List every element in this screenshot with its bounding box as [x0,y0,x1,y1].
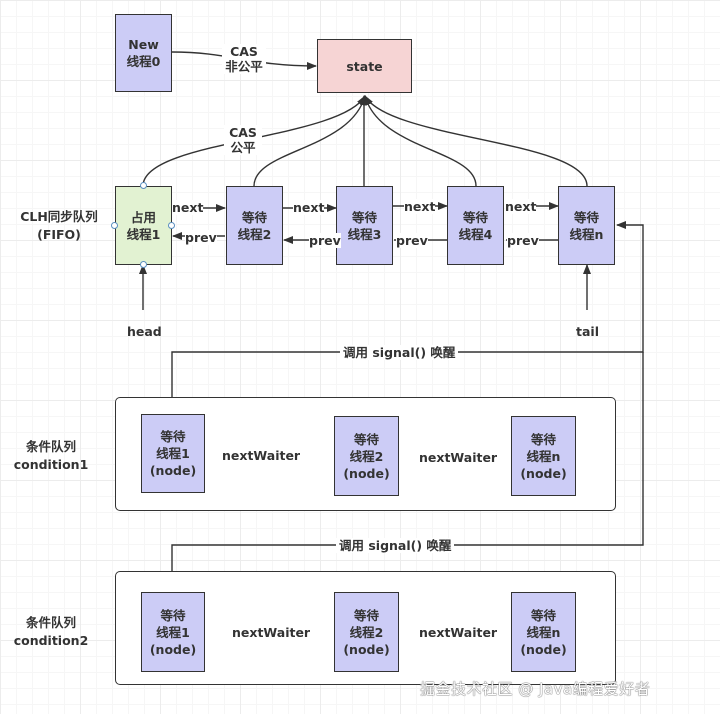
new-thread-line2: 线程0 [126,54,161,69]
arrow-node4-to-state [363,95,477,187]
selection-handle-top [140,182,147,189]
clh-node-1-line2: 线程1 [126,226,161,242]
c2-node-2-line1: 等待 [353,607,379,623]
c2-node-1-line1: 等待 [160,607,186,623]
state-label: state [346,58,383,74]
c2-node-n-line3: (node) [520,641,567,657]
c2-node-n-line2: 线程n [526,624,561,640]
c1-node-2-line2: 线程2 [349,448,384,464]
c2-node-1-line3: (node) [149,641,197,657]
cas-fair-line2: 公平 [230,140,256,155]
cas-unfair-label: CAS 非公平 [222,44,266,74]
clh-title-line1: CLH同步队列 [20,209,98,224]
c2-node-n-line1: 等待 [530,607,556,623]
c1-node-2-line1: 等待 [353,431,379,447]
c1-node-2-line3: (node) [343,465,390,481]
signal-label-2: 调用 signal() 唤醒 [336,538,455,553]
c2-node-2-line2: 线程2 [349,624,384,640]
tail-label: tail [576,324,599,339]
condition2-title: 条件队列 condition2 [12,614,90,650]
condition1-node-1: 等待 线程1 (node) [141,414,205,493]
clh-title-line2: (FIFO) [37,227,81,242]
c1-nextwaiter-label-1: nextWaiter [220,448,303,463]
next-label-2: next [293,200,325,215]
c1-node-1-line1: 等待 [160,429,186,444]
signal-label-1: 调用 signal() 唤醒 [340,345,459,360]
clh-node-4-line1: 等待 [462,209,488,225]
selection-handle-right [168,222,175,229]
condition2-node-1: 等待 线程1 (node) [141,592,205,672]
c2-nextwaiter-label-1: nextWaiter [230,625,313,640]
c2-nextwaiter-label-2: nextWaiter [417,625,500,640]
condition1-node-n: 等待 线程n (node) [511,416,576,496]
clh-node-n-line2: 线程n [569,226,604,242]
arrow-node2-to-state [253,95,367,187]
watermark: 掘金技术社区 @ Java编程爱好者 [420,680,651,698]
next-label-4: next [505,199,537,214]
c2-node-2-line3: (node) [343,641,390,657]
cas-fair-line1: CAS [229,125,257,140]
clh-node-4-line2: 线程4 [458,226,493,242]
clh-node-2: 等待 线程2 [226,186,283,265]
next-label-3: next [404,199,436,214]
c1-node-1-line2: 线程1 [156,446,190,461]
condition1-title: 条件队列 condition1 [12,438,90,474]
condition2-node-n: 等待 线程n (node) [511,592,576,672]
clh-node-1-line1: 占用 [130,209,156,225]
cas-fair-label: CAS 公平 [224,125,262,155]
next-label-1: next [172,200,204,215]
selection-handle-bottom [140,261,147,268]
clh-node-3: 等待 线程3 [336,186,393,265]
condition2-title-line1: 条件队列 [25,615,76,630]
clh-node-n-line1: 等待 [573,209,599,225]
cas-unfair-line2: 非公平 [225,59,263,74]
selection-handle-left [111,222,118,229]
condition2-node-2: 等待 线程2 (node) [334,592,399,672]
new-thread-node: New 线程0 [115,14,172,92]
head-label: head [127,324,162,339]
clh-node-3-line1: 等待 [351,209,377,225]
condition2-title-line2: condition2 [13,633,89,648]
clh-node-1: 占用 线程1 [115,186,172,265]
clh-node-2-line1: 等待 [241,209,267,225]
clh-queue-title: CLH同步队列 (FIFO) [14,208,104,244]
clh-node-n: 等待 线程n [558,186,615,265]
c1-node-n-line2: 线程n [526,448,561,464]
c2-node-1-line2: 线程1 [156,624,190,640]
state-box: state [317,39,412,93]
prev-label-2: prev [309,233,341,248]
c1-node-n-line3: (node) [520,465,567,481]
clh-node-3-line2: 线程3 [347,226,382,242]
prev-label-1: prev [185,230,217,245]
c1-node-1-line3: (node) [149,463,197,478]
condition1-node-2: 等待 线程2 (node) [334,416,399,496]
arrow-noden-to-state [364,95,588,187]
cas-unfair-line1: CAS [230,44,258,59]
clh-node-4: 等待 线程4 [447,186,504,265]
prev-label-4: prev [507,233,539,248]
c1-node-n-line1: 等待 [530,431,556,447]
c1-nextwaiter-label-2: nextWaiter [417,450,500,465]
new-thread-line1: New [128,37,159,52]
clh-node-2-line2: 线程2 [237,226,272,242]
prev-label-3: prev [396,233,428,248]
condition1-title-line2: condition1 [13,457,89,472]
condition1-title-line1: 条件队列 [25,439,76,454]
